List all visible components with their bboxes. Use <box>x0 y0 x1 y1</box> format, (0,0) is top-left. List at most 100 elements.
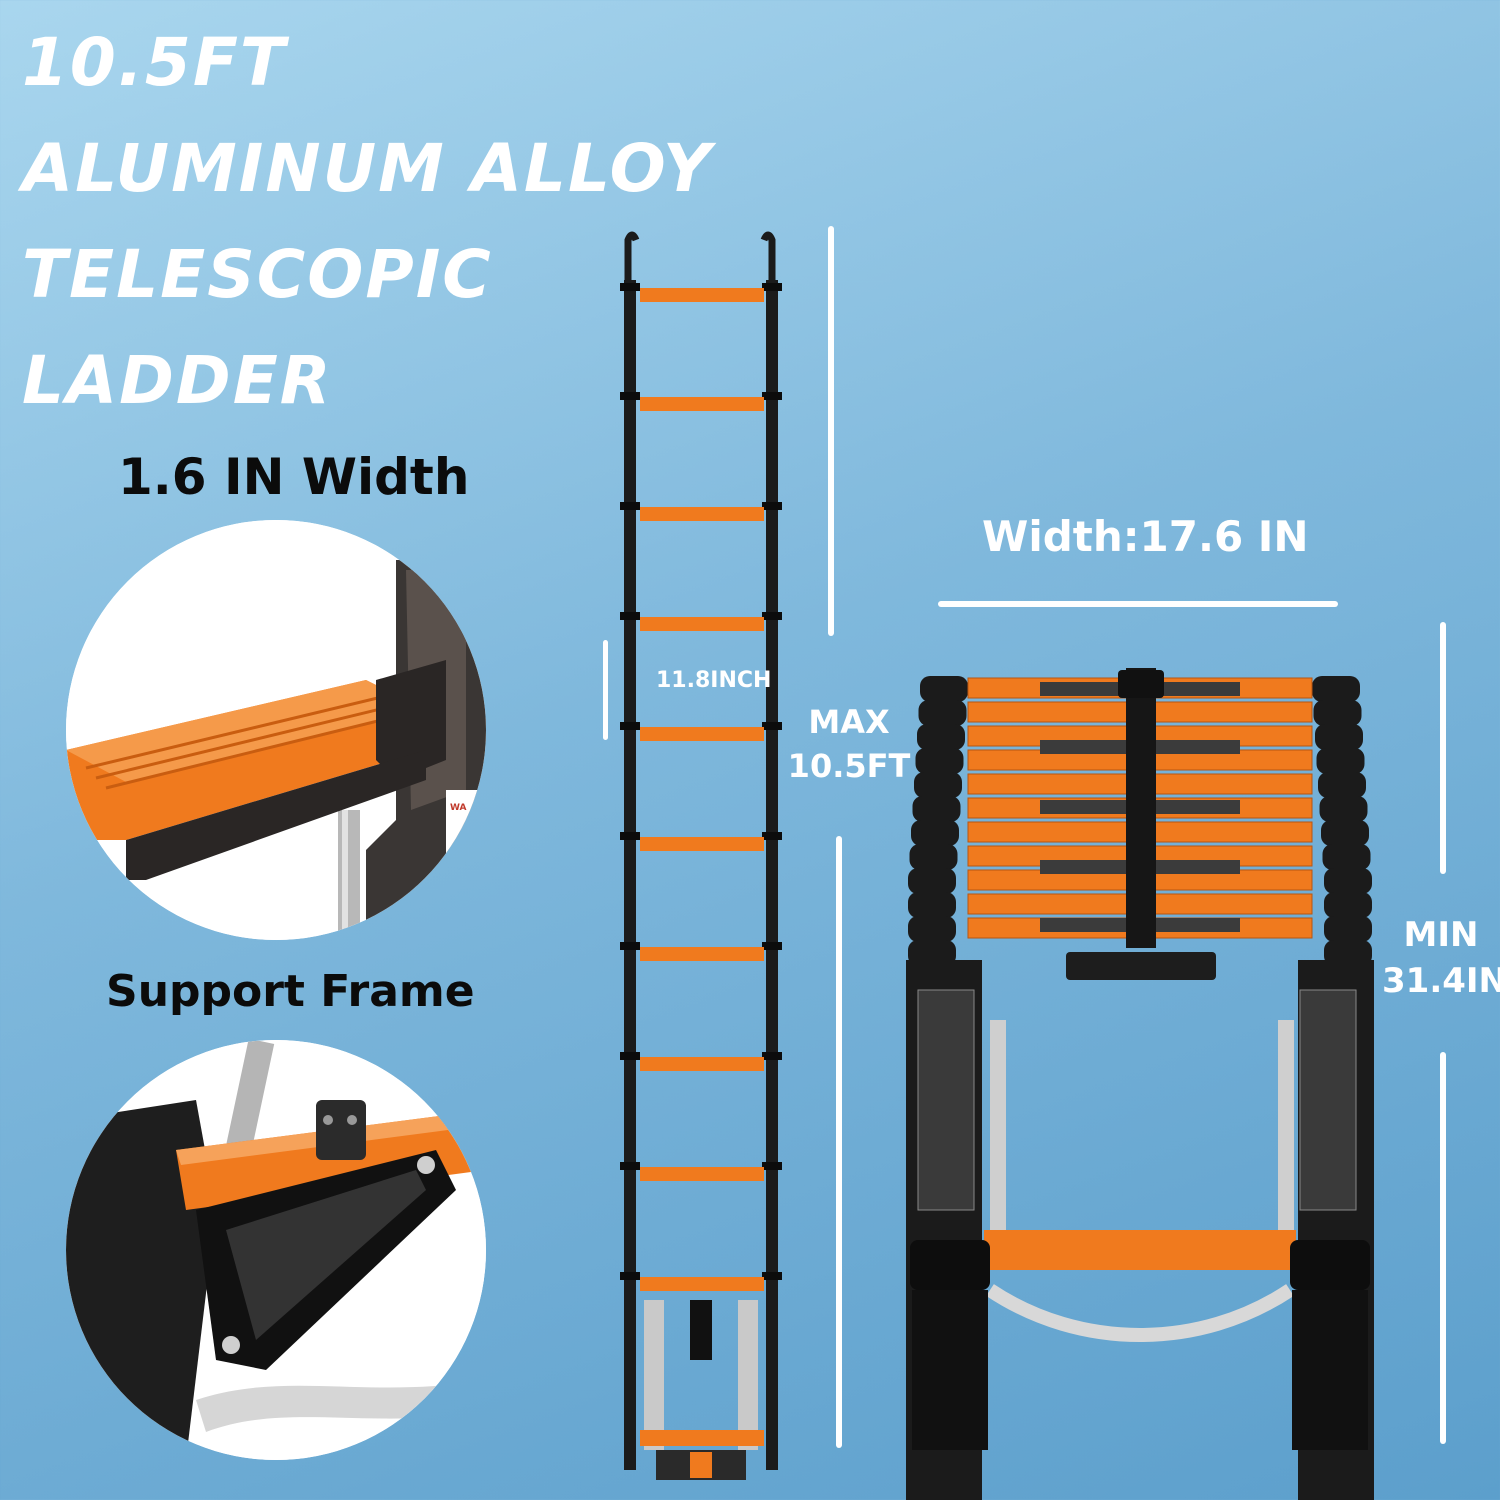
collapsed-rail-segment <box>914 772 962 798</box>
usage-instructions-label <box>917 989 975 1211</box>
ladder-joint <box>762 392 782 400</box>
collapsed-foot-right <box>1290 1240 1370 1290</box>
collapsed-rail-segment <box>1321 820 1369 846</box>
title-line-2: ALUMINUM ALLOY <box>22 130 713 207</box>
ladder-joint <box>762 612 782 620</box>
collapsed-rail-segment <box>1316 748 1365 774</box>
ladder-joint <box>620 832 640 840</box>
ladder-rung <box>640 1057 764 1071</box>
ladder-rail-left <box>624 280 636 1470</box>
ladder-joint <box>620 942 640 950</box>
collapsed-rail-segment <box>1312 676 1360 702</box>
stabilizer-bar <box>986 1284 1294 1342</box>
ladder-joint <box>762 1052 782 1060</box>
ladder-strap <box>690 1300 712 1360</box>
svg-text:WA: WA <box>450 803 467 813</box>
collapsed-rail-segment <box>915 748 964 774</box>
collapsed-inner-tube-left <box>990 1020 1006 1240</box>
max-height-label-line-2: 10.5FT <box>787 747 911 785</box>
rung-spacing-label: 11.8INCH <box>656 668 772 693</box>
min-height-line-top <box>1440 622 1446 874</box>
ladder-joint <box>620 1162 640 1170</box>
ladder-inner-tube-right <box>738 1300 758 1450</box>
collapsed-rail-segment <box>1318 772 1366 798</box>
collapsed-rail-segment <box>911 820 959 846</box>
min-height-label-line-2: 31.4IN <box>1382 961 1500 1001</box>
ladder-rung <box>640 288 764 302</box>
collapsed-leg-right <box>1292 1290 1368 1450</box>
support-frame-closeup-image <box>66 1040 486 1460</box>
min-height-label: MIN 31.4IN <box>1382 912 1500 1004</box>
ladder-joint <box>762 1272 782 1280</box>
carry-handle <box>1066 952 1216 980</box>
support-feature-label: Support Frame <box>106 966 475 1017</box>
ladder-joint <box>620 392 640 400</box>
ladder-joint <box>620 1052 640 1060</box>
collapsed-rail-segment <box>1324 892 1372 918</box>
ladder-joint <box>762 832 782 840</box>
collapsed-rail-segment <box>1315 724 1363 750</box>
ladder-joint <box>762 502 782 510</box>
collapsed-ladder-image <box>900 660 1380 1500</box>
min-height-label-line-1: MIN <box>1403 915 1479 955</box>
rung-spacing-line <box>603 640 608 740</box>
ladder-rail-right <box>766 280 778 1470</box>
ladder-joint <box>620 612 640 620</box>
width-dimension-label: Width:17.6 IN <box>982 512 1309 561</box>
ladder-rung <box>640 1277 764 1291</box>
collapsed-rail-segment <box>1324 916 1372 942</box>
rung-closeup-image: WA <box>66 520 486 940</box>
ladder-joint <box>762 283 782 291</box>
collapsed-leg-left <box>912 1290 988 1450</box>
title-line-4: LADDER <box>22 342 333 419</box>
extended-ladder-image <box>600 220 800 1490</box>
ladder-hook-right <box>760 231 776 290</box>
strap-buckle <box>1118 670 1164 698</box>
collapsed-rail-segment <box>917 724 965 750</box>
collapsed-rail-segment <box>908 868 956 894</box>
ladder-rung <box>640 947 764 961</box>
collapsed-rail-segment <box>920 676 968 702</box>
ladder-joint <box>762 1162 782 1170</box>
title-line-1: 10.5FT <box>22 24 287 101</box>
ladder-rung <box>640 837 764 851</box>
collapsed-rail-segment <box>1322 844 1371 870</box>
ladder-hook-left <box>624 231 640 290</box>
title-line-3: TELESCOPIC <box>22 236 493 313</box>
collapsed-strap <box>1126 668 1156 948</box>
max-height-line-top <box>828 226 834 636</box>
ladder-joint <box>620 1272 640 1280</box>
max-height-label-line-1: MAX <box>808 703 890 741</box>
ladder-rung <box>640 507 764 521</box>
collapsed-rail-segment <box>1319 796 1368 822</box>
ladder-rung <box>640 1167 764 1181</box>
ladder-badge <box>690 1452 712 1478</box>
width-dimension-line <box>938 601 1338 607</box>
collapsed-rail-segment <box>1313 700 1362 726</box>
ladder-joint <box>762 722 782 730</box>
warning-instructions-label <box>1299 989 1357 1211</box>
collapsed-inner-tube-right <box>1278 1020 1294 1240</box>
max-height-label: MAX 10.5FT <box>786 700 912 788</box>
min-height-line-bottom <box>1440 1052 1446 1444</box>
width-feature-label: 1.6 IN Width <box>118 448 470 506</box>
collapsed-rail-segment <box>1324 940 1372 966</box>
ladder-inner-tube-left <box>644 1300 664 1450</box>
ladder-joint <box>620 283 640 291</box>
max-height-line-bottom <box>836 836 842 1448</box>
collapsed-rail-segment <box>908 892 956 918</box>
ladder-bottom-rung <box>640 1430 764 1446</box>
ladder-rung <box>640 397 764 411</box>
ladder-joint <box>620 722 640 730</box>
collapsed-bottom-rung <box>984 1230 1296 1270</box>
ladder-joint <box>620 502 640 510</box>
ladder-rung <box>640 727 764 741</box>
collapsed-rail-segment <box>908 916 956 942</box>
collapsed-rail-segment <box>908 940 956 966</box>
ladder-joint <box>762 942 782 950</box>
collapsed-foot-left <box>910 1240 990 1290</box>
collapsed-rail-segment <box>909 844 958 870</box>
collapsed-rail-segment <box>912 796 961 822</box>
ladder-rung <box>640 617 764 631</box>
collapsed-rail-segment <box>1324 868 1372 894</box>
